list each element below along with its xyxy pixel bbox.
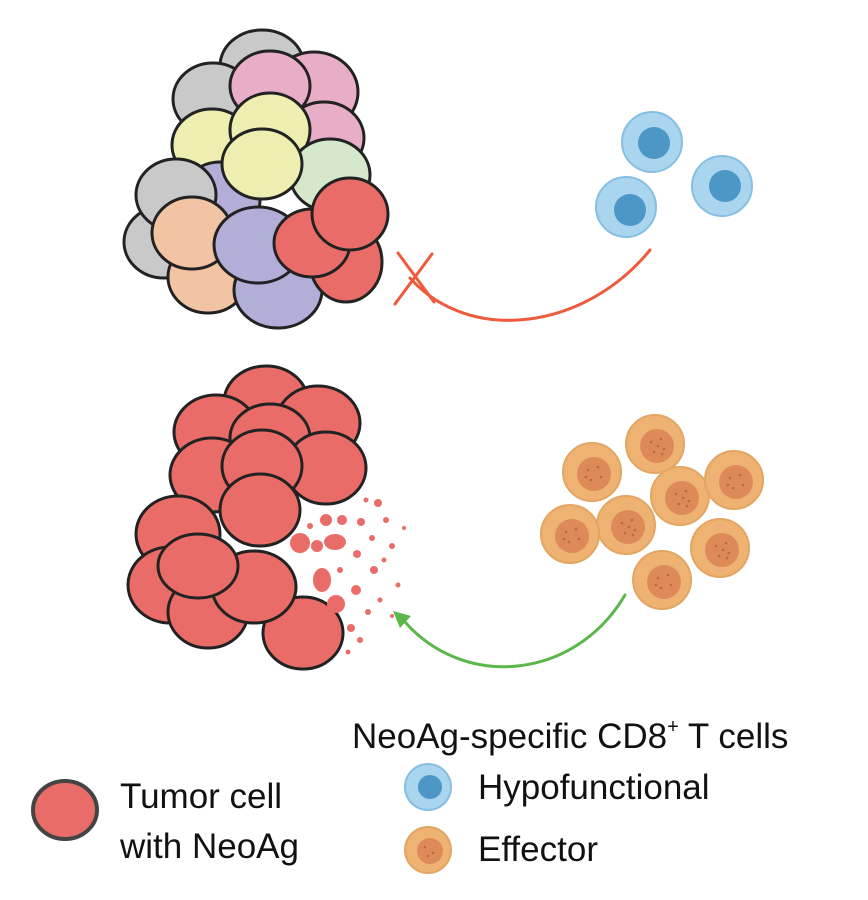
tumor-cell (310, 176, 390, 252)
arrowhead-icon (393, 611, 411, 628)
hypofunctional-t-cells (595, 111, 753, 238)
effector-t-cell (540, 504, 600, 564)
tumor-cell (218, 472, 302, 548)
effector-t-cell (596, 495, 656, 555)
active-arrow-curve (403, 593, 627, 669)
tumor-cell-legend-label: Tumor cell with NeoAg (120, 772, 299, 872)
hypofunctional-legend-icon (404, 763, 452, 811)
effector-recognition-arrow (393, 593, 627, 669)
tumor-cell (220, 127, 304, 201)
tumor-cell-legend-icon (31, 779, 99, 841)
tumor-legend-line2: with NeoAg (120, 827, 299, 866)
heterogeneous-tumor-cluster (122, 28, 390, 330)
hypofunctional-t-cell (621, 111, 683, 173)
legend-title: NeoAg-specific CD8+ T cells (352, 716, 789, 756)
effector-t-cell (704, 450, 764, 510)
hypofunctional-t-cell (691, 155, 753, 217)
tumor-legend-line1: Tumor cell (120, 777, 283, 816)
tumor-cell (156, 532, 240, 600)
effector-t-cells (540, 414, 764, 610)
effector-t-cell (690, 518, 750, 578)
effector-t-cell (632, 550, 692, 610)
effector-legend-label: Effector (478, 830, 598, 869)
effector-t-cell (562, 442, 622, 502)
hypofunctional-legend-label: Hypofunctional (478, 768, 710, 807)
x-mark-icon (393, 251, 436, 306)
effector-t-cell (625, 414, 685, 474)
effector-t-cell (650, 466, 710, 526)
blocked-arrow-curve (408, 248, 652, 322)
effector-legend-icon (404, 826, 452, 874)
tumor-cell (261, 595, 345, 671)
hypofunctional-t-cell (595, 176, 657, 238)
blocked-recognition-arrow (393, 248, 652, 322)
tumor-cell-debris (290, 497, 406, 655)
neoag-tumor-cluster (126, 364, 368, 671)
